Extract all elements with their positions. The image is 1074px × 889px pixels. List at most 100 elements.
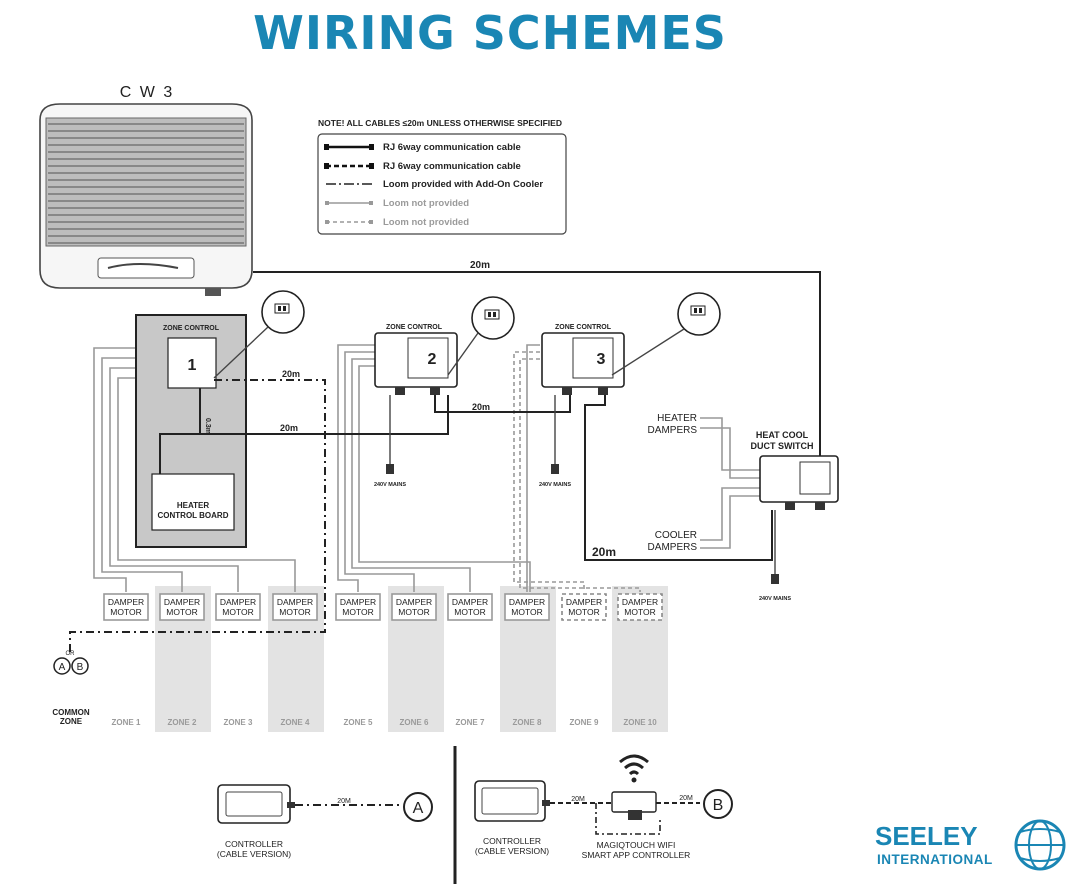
zone-control-1-enclosure: ZONE CONTROL 1 HEATER CONTROL BOARD 0.3m — [135, 314, 247, 548]
damper-motor-label: MOTOR — [568, 607, 599, 617]
damper-motor-label: MOTOR — [342, 607, 373, 617]
zone-label: ZONE 3 — [224, 718, 253, 727]
damper-motor-label: MOTOR — [511, 607, 542, 617]
damper-motor-label: MOTOR — [398, 607, 429, 617]
connector-a-label: A — [59, 662, 66, 673]
damper-motor-label: DAMPER — [396, 597, 432, 607]
connector-ab: OR A B — [53, 651, 89, 675]
zone-label: ZONE 4 — [281, 718, 310, 727]
cable-note: NOTE! ALL CABLES ≤20m UNLESS OTHERWISE S… — [318, 118, 562, 128]
legend-label: Loom provided with Add-On Cooler — [383, 179, 543, 190]
damper-motor-label: MOTOR — [454, 607, 485, 617]
zone-label: ZONE 8 — [513, 718, 542, 727]
damper-motor-label: DAMPER — [164, 597, 200, 607]
zone-label: ZONE 7 — [456, 718, 485, 727]
brand-name: SEELEY — [875, 821, 978, 851]
communication-cables: 20m 20m 20m 20m 20m — [69, 260, 821, 656]
magiqtouch-label: MAGIQTOUCH WIFI — [597, 840, 676, 850]
legend-label: RJ 6way communication cable — [383, 142, 521, 153]
controller-label: CONTROLLER — [225, 839, 283, 849]
heater-board-label: CONTROL BOARD — [158, 511, 229, 520]
controller-label: (CABLE VERSION) — [475, 846, 549, 856]
heater-control-board — [151, 473, 235, 531]
legend-label: RJ 6way communication cable — [383, 161, 521, 172]
damper-motor-label: DAMPER — [509, 597, 545, 607]
page-title: WIRING SCHEMES — [253, 6, 727, 60]
brand-subtitle: INTERNATIONAL — [877, 852, 993, 867]
wifi-icon — [619, 754, 649, 783]
mains-label: 240V MAINS — [374, 482, 406, 488]
unit-name: C W 3 — [120, 84, 174, 101]
zone-control-1-board — [167, 337, 217, 389]
connector-b-label: B — [713, 797, 724, 814]
heater-dampers-label: DAMPERS — [648, 425, 698, 436]
legend-box — [317, 133, 567, 235]
cable-length: 20M — [571, 796, 585, 803]
zone-control-label: ZONE CONTROL — [555, 324, 612, 331]
zone-control-label: ZONE CONTROL — [163, 325, 220, 332]
zone-control-number: 2 — [428, 351, 437, 368]
cable-length: 20M — [679, 795, 693, 802]
legend: NOTE! ALL CABLES ≤20m UNLESS OTHERWISE S… — [317, 118, 567, 235]
controller-label: CONTROLLER — [483, 836, 541, 846]
mains-connections: 240V MAINS 240V MAINS 240V MAINS — [374, 395, 791, 602]
damper-motor-label: DAMPER — [622, 597, 658, 607]
zone-control-number: 3 — [597, 351, 606, 368]
damper-motor-label: DAMPER — [108, 597, 144, 607]
common-zone-label: ZONE — [60, 717, 83, 726]
legend-label: Loom not provided — [383, 217, 469, 228]
cooler-dampers-label: DAMPERS — [648, 542, 698, 553]
zone-label: ZONE 1 — [112, 718, 141, 727]
zone-label: ZONE 5 — [344, 718, 373, 727]
cw3-cooler-unit: C W 3 — [39, 84, 253, 296]
switch-label: DUCT SWITCH — [751, 441, 814, 451]
cooler-dampers-label: COOLER — [655, 530, 697, 541]
controller-label: (CABLE VERSION) — [217, 849, 291, 859]
controller-cable-version-left: 20M A CONTROLLER (CABLE VERSION) — [217, 784, 433, 859]
damper-wiring — [93, 344, 762, 592]
short-cable-length: 0.3m — [204, 418, 211, 434]
mains-label: 240V MAINS — [759, 596, 791, 602]
damper-motor-label: MOTOR — [110, 607, 141, 617]
common-zone-label: COMMON — [52, 708, 90, 717]
heater-dampers-label: HEATER — [657, 413, 697, 424]
mains-label: 240V MAINS — [539, 482, 571, 488]
seeley-logo: SEELEY INTERNATIONAL — [875, 819, 1066, 871]
cable-length: 20m — [470, 260, 490, 271]
damper-motor-label: DAMPER — [277, 597, 313, 607]
damper-motor-label: DAMPER — [452, 597, 488, 607]
heat-cool-duct-switch: HEAT COOL DUCT SWITCH HEATER DAMPERS COO… — [648, 413, 839, 553]
connector-b-label: B — [77, 662, 84, 673]
damper-motor-label: MOTOR — [166, 607, 197, 617]
damper-motor-label: MOTOR — [222, 607, 253, 617]
heater-board-label: HEATER — [177, 501, 210, 510]
zone-control-label: ZONE CONTROL — [386, 324, 443, 331]
connector-a-label: A — [413, 800, 424, 817]
zone-label: ZONE 10 — [623, 718, 657, 727]
damper-motor-label: DAMPER — [340, 597, 376, 607]
zone-labels: ZONE 1 ZONE 2 ZONE 3 ZONE 4 ZONE 5 ZONE 6 ZONE… — [112, 718, 658, 727]
damper-motor-label: DAMPER — [220, 597, 256, 607]
or-label: OR — [66, 651, 76, 657]
damper-motor-label: DAMPER — [566, 597, 602, 607]
zone-control-2: ZONE CONTROL 2 — [374, 324, 458, 395]
magiqtouch-module — [611, 791, 657, 813]
zone-control-3: ZONE CONTROL 3 — [541, 324, 625, 395]
controller-magiqtouch-right: 20M 20M B CONTROLLER (CABLE VERSION) MAG… — [474, 754, 733, 860]
switch-label: HEAT COOL — [756, 430, 809, 440]
zone-label: ZONE 2 — [168, 718, 197, 727]
zone-control-number: 1 — [188, 357, 197, 374]
magiqtouch-label: SMART APP CONTROLLER — [582, 850, 691, 860]
zone-label: ZONE 6 — [400, 718, 429, 727]
legend-label: Loom not provided — [383, 198, 469, 209]
dip-switch-callouts — [213, 290, 721, 379]
cable-length: 20m — [592, 545, 616, 559]
damper-motor-label: MOTOR — [624, 607, 655, 617]
